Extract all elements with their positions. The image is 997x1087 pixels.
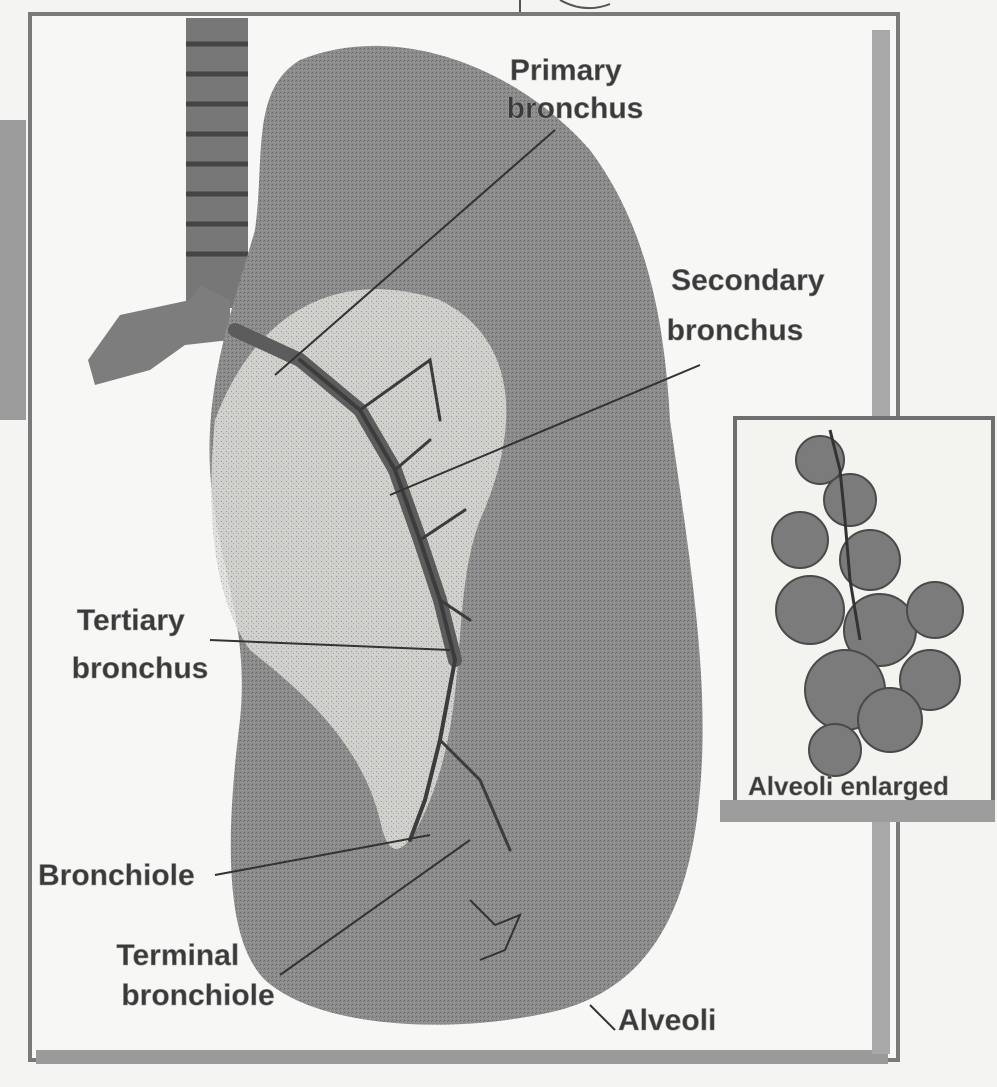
left-edge-artifact xyxy=(0,120,26,420)
label-alveoli: Alveoli xyxy=(618,1004,716,1037)
alveoli-inset xyxy=(720,418,995,822)
trachea xyxy=(186,18,248,308)
label-bronchiole: Bronchiole xyxy=(38,859,195,892)
label-alveolar-sac: Alveoli enlarged xyxy=(748,771,949,801)
